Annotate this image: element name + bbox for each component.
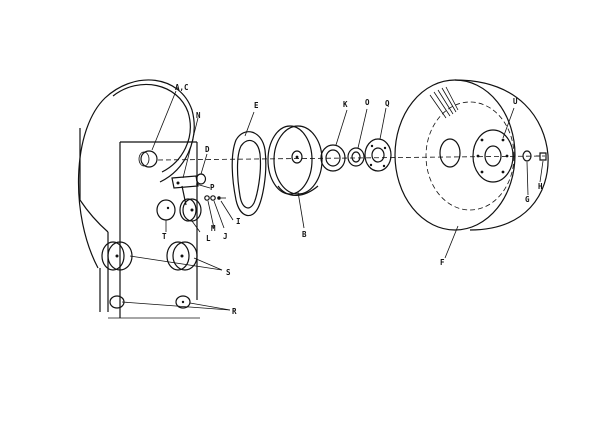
leader-lines [121,90,544,311]
label-n: N [196,111,201,120]
label-o: O [365,98,370,107]
label-f: F [440,258,445,267]
label-b: B [302,230,307,239]
part-labels: A,C N D E P K O Q U B T L M J I S R F G … [162,83,543,316]
label-j: J [223,232,228,241]
label-s: S [226,268,231,277]
label-d: D [205,145,210,154]
label-i: I [236,217,241,226]
sheave [267,125,323,196]
label-u: U [513,97,518,106]
lower-rollers [101,241,198,309]
label-p: P [210,183,215,192]
machine-frame [78,79,200,319]
label-h: H [538,182,543,191]
v-belt [231,131,267,217]
label-k: K [343,100,348,109]
label-q: Q [385,99,390,108]
label-e: E [254,101,259,110]
label-l: L [206,234,211,243]
label-a-c: A,C [175,83,189,92]
large-wheel [394,79,549,231]
washer-bolt [522,150,547,162]
label-g: G [525,195,530,204]
idler-assembly [156,173,226,222]
label-r: R [232,307,237,316]
bushing-set [320,138,392,172]
label-m: M [211,224,216,233]
label-t: T [162,232,167,241]
